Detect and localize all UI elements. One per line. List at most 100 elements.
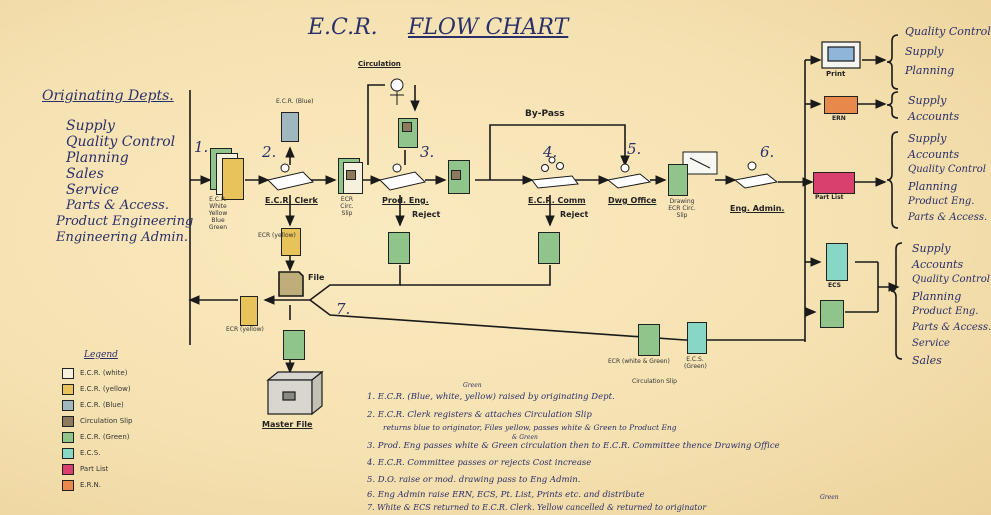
legend-swatch — [62, 464, 74, 475]
file-label: File — [308, 273, 324, 282]
legend-label: Circulation Slip — [80, 417, 133, 425]
ecs-card — [826, 243, 848, 281]
legend-heading: Legend — [84, 350, 118, 360]
note-annotation: Green — [463, 382, 482, 389]
reject-label-1: Reject — [412, 210, 440, 219]
note-line: 4. E.C.R. Committee passes or rejects Co… — [367, 458, 591, 468]
dwg-card — [668, 164, 688, 196]
output-item: Quality Control — [912, 274, 990, 285]
output-item: Parts & Access. — [908, 212, 987, 223]
ecs-return-card — [820, 300, 844, 328]
ecr-yellow-return-card — [240, 296, 258, 326]
legend-label: E.C.S. — [80, 449, 100, 457]
legend-label: E.C.R. (white) — [80, 369, 127, 377]
part-list-label: Part List — [815, 194, 844, 201]
output-item: Accounts — [912, 258, 963, 271]
note-line: 1. E.C.R. (Blue, white, yellow) raised b… — [367, 392, 615, 402]
note-line: 6. Eng Admin raise ERN, ECS, Pt. List, P… — [367, 490, 645, 500]
ecr-clerk-label: E.C.R. Clerk — [265, 196, 318, 205]
originating-heading: Originating Depts. — [42, 88, 174, 104]
prod-eng-label: Prod. Eng. — [382, 196, 429, 205]
legend-label: E.C.R. (yellow) — [80, 385, 131, 393]
ern-card — [824, 96, 858, 114]
legend-swatch — [62, 448, 74, 459]
ecr-wyg-label: E.C.R. White Yellow Blue Green — [203, 196, 233, 231]
dwg-office-label: Dwg Office — [608, 196, 656, 205]
legend-swatch — [62, 384, 74, 395]
output-item: Accounts — [908, 148, 959, 161]
originating-item: Service — [66, 182, 119, 198]
output-item: Accounts — [908, 110, 959, 123]
output-item: Product Eng. — [908, 196, 975, 207]
master-file-cabinet — [268, 372, 322, 414]
return-ecr-card — [638, 324, 660, 356]
note-annotation: Green — [820, 494, 839, 501]
chart-title: E.C.R. — [308, 15, 378, 40]
legend-swatch — [62, 432, 74, 443]
circ-slip-square — [402, 122, 412, 132]
ecs-green-label: E.C.S. (Green) — [684, 356, 706, 370]
output-item: Quality Control — [908, 164, 986, 175]
note-line: 3. Prod. Eng passes white & Green circul… — [367, 441, 780, 451]
return-ecs-card — [687, 322, 707, 354]
step-6: 6. — [760, 143, 774, 161]
originating-item: Engineering Admin. — [56, 230, 188, 245]
output-item: Quality Control — [905, 25, 991, 38]
step-3: 3. — [420, 143, 434, 161]
ecr-yellow-label: ECR (yellow) — [258, 232, 296, 239]
print-label: Print — [826, 70, 845, 78]
part-list-card — [813, 172, 855, 194]
originating-item: Quality Control — [66, 134, 175, 150]
legend-swatch — [62, 480, 74, 491]
drawing-slip-label: Drawing ECR Circ. Slip — [667, 198, 697, 219]
eng-admin-label: Eng. Admin. — [730, 204, 784, 213]
note-line: 7. White & ECS returned to E.C.R. Clerk.… — [367, 503, 706, 512]
legend-label: E.C.R. (Green) — [80, 433, 130, 441]
master-file-label: Master File — [262, 420, 312, 429]
print-machine — [822, 42, 860, 68]
step-4: 4. — [543, 143, 557, 161]
legend-swatch — [62, 400, 74, 411]
legend-label: E.R.N. — [80, 481, 101, 489]
output-item: Supply — [908, 94, 946, 107]
output-item: Supply — [912, 242, 950, 255]
note-annotation: & Green — [512, 434, 538, 441]
output-item: Supply — [905, 45, 943, 58]
originating-item: Product Engineering — [56, 214, 193, 229]
reject-card-2 — [538, 232, 560, 264]
output-item: Service — [912, 338, 950, 349]
reject-label-2: Reject — [560, 210, 588, 219]
ecr-white-green-label: ECR (white & Green) — [608, 358, 670, 365]
legend-label: Part List — [80, 465, 108, 473]
output-item: Sales — [912, 354, 942, 367]
ecs-label: ECS — [828, 282, 841, 289]
originating-item: Parts & Access. — [66, 198, 169, 213]
output-item: Product Eng. — [912, 306, 979, 317]
note-line: 5. D.O. raise or mod. drawing pass to En… — [367, 475, 580, 485]
originating-item: Planning — [66, 150, 129, 166]
output-item: Planning — [905, 64, 954, 77]
ecr-circ-label: ECR Circ. Slip — [334, 196, 360, 217]
circulation-label: Circulation — [358, 60, 401, 68]
ecr-blue-card — [281, 112, 299, 142]
ecr-card-yellow — [222, 158, 244, 200]
ern-label: ERN — [832, 115, 846, 122]
step-5: 5. — [627, 140, 641, 158]
output-item: Planning — [912, 290, 961, 303]
bypass-label: By-Pass — [525, 109, 565, 119]
legend-swatch — [62, 416, 74, 427]
circulation-person — [391, 79, 403, 91]
reject-card-1 — [388, 232, 410, 264]
output-item: Parts & Access. — [912, 322, 991, 333]
ecr-comm-label: E.C.R. Comm — [528, 196, 586, 205]
step-7: 7. — [336, 300, 350, 318]
step-2: 2. — [262, 143, 276, 161]
master-card — [283, 330, 305, 360]
output-item: Supply — [908, 132, 946, 145]
originating-item: Sales — [66, 166, 104, 182]
legend-swatch — [62, 368, 74, 379]
note-line: returns blue to originator, Files yellow… — [383, 423, 677, 432]
chart-title-2: FLOW CHART — [408, 15, 568, 40]
originating-item: Supply — [66, 118, 115, 134]
